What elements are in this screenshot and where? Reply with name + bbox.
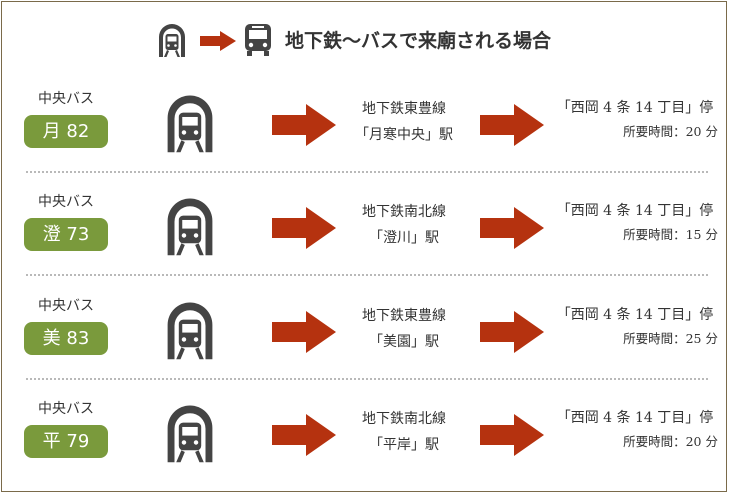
transfer-station: 地下鉄南北線 「澄川」駅 <box>344 199 464 251</box>
subway-line-name: 地下鉄南北線 <box>362 411 446 427</box>
destination: 「西岡 4 条 14 丁目」停 所要時間：20 分 <box>550 406 720 454</box>
row-separator <box>26 378 708 380</box>
station-name: 「美園」駅 <box>369 334 439 350</box>
bus-company-label: 中央バス <box>38 401 94 417</box>
bus-company-label: 中央バス <box>38 91 94 107</box>
transfer-station: 地下鉄東豊線 「月寒中央」駅 <box>344 96 464 148</box>
arrow-right-icon <box>272 207 336 249</box>
route-row: 中央バス 月 82 地下鉄東豊線 「月寒中央」駅 「西岡 4 条 14 丁目」停… <box>2 82 726 182</box>
route-row: 中央バス 澄 73 地下鉄南北線 「澄川」駅 「西岡 4 条 14 丁目」停 所… <box>2 185 726 285</box>
header: 地下鉄〜バスで来廟される場合 <box>2 20 726 60</box>
arrow-right-icon <box>272 104 336 146</box>
subway-icon <box>167 95 213 153</box>
destination: 「西岡 4 条 14 丁目」停 所要時間：15 分 <box>550 199 720 247</box>
destination: 「西岡 4 条 14 丁目」停 所要時間：20 分 <box>550 96 720 144</box>
arrow-right-icon <box>272 311 336 353</box>
row-separator <box>26 171 708 173</box>
station-name: 「澄川」駅 <box>369 230 439 246</box>
station-name: 「平岸」駅 <box>369 437 439 453</box>
subway-icon <box>167 302 213 360</box>
subway-icon <box>167 198 213 256</box>
transfer-station: 地下鉄東豊線 「美園」駅 <box>344 303 464 355</box>
transfer-station: 地下鉄南北線 「平岸」駅 <box>344 406 464 458</box>
bus-route-badge: 平 79 <box>24 425 108 458</box>
travel-time: 所要時間：15 分 <box>623 227 718 242</box>
travel-time: 所要時間：25 分 <box>623 331 718 346</box>
subway-line-name: 地下鉄東豊線 <box>362 101 446 117</box>
bus-route-badge: 澄 73 <box>24 218 108 251</box>
bus-route-badge: 月 82 <box>24 115 108 148</box>
arrow-right-icon <box>480 414 544 456</box>
subway-icon <box>159 24 185 57</box>
bus-company-label: 中央バス <box>38 298 94 314</box>
bus-stop-name: 「西岡 4 条 14 丁目」停 <box>556 100 714 116</box>
bus-company-label: 中央バス <box>38 194 94 210</box>
travel-time: 所要時間：20 分 <box>623 434 718 449</box>
subway-icon <box>167 405 213 463</box>
arrow-right-icon <box>200 31 236 51</box>
arrow-right-icon <box>272 414 336 456</box>
station-name: 「月寒中央」駅 <box>355 127 453 143</box>
row-separator <box>26 274 708 276</box>
bus-route-badge: 美 83 <box>24 322 108 355</box>
destination: 「西岡 4 条 14 丁目」停 所要時間：25 分 <box>550 303 720 351</box>
arrow-right-icon <box>480 207 544 249</box>
bus-stop-name: 「西岡 4 条 14 丁目」停 <box>556 307 714 323</box>
travel-time: 所要時間：20 分 <box>623 124 718 139</box>
route-row: 中央バス 美 83 地下鉄東豊線 「美園」駅 「西岡 4 条 14 丁目」停 所… <box>2 289 726 389</box>
bus-icon <box>245 24 271 56</box>
arrow-right-icon <box>480 104 544 146</box>
bus-stop-name: 「西岡 4 条 14 丁目」停 <box>556 410 714 426</box>
arrow-right-icon <box>480 311 544 353</box>
subway-line-name: 地下鉄東豊線 <box>362 308 446 324</box>
page-title: 地下鉄〜バスで来廟される場合 <box>285 30 552 52</box>
bus-stop-name: 「西岡 4 条 14 丁目」停 <box>556 203 714 219</box>
route-row: 中央バス 平 79 地下鉄南北線 「平岸」駅 「西岡 4 条 14 丁目」停 所… <box>2 392 726 492</box>
subway-line-name: 地下鉄南北線 <box>362 204 446 220</box>
